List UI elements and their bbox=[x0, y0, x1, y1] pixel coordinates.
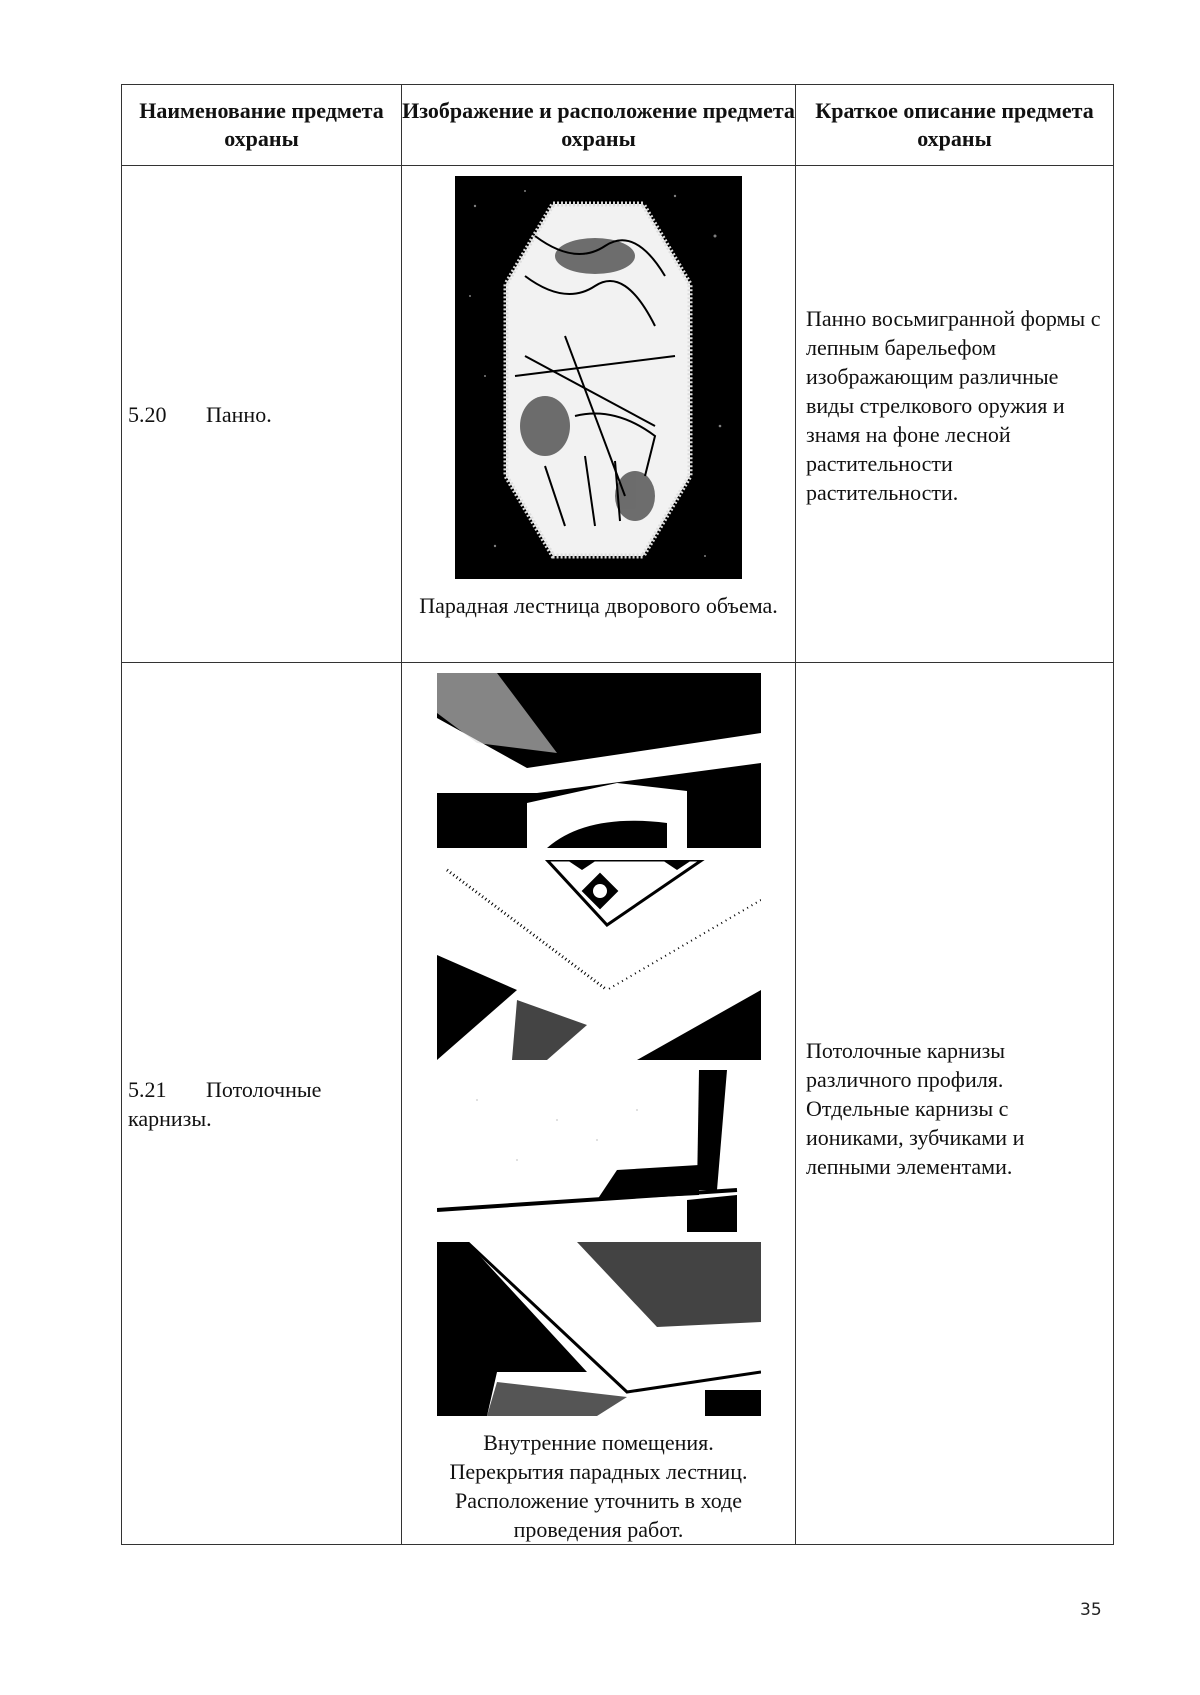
cornice-photo-1 bbox=[436, 673, 761, 848]
item-image-cell: Парадная лестница дворового объема. bbox=[401, 165, 796, 663]
page-number: 35 bbox=[1080, 1600, 1102, 1620]
ceiling-cornice-photo-icon bbox=[436, 1070, 761, 1232]
header-description: Краткое описание предмета охраны bbox=[795, 84, 1114, 166]
ceiling-cornice-photo-icon bbox=[436, 673, 761, 848]
item-description-cell: Потолочные карнизы различного профиля. О… bbox=[795, 662, 1114, 1545]
cornice-photo-3 bbox=[436, 1070, 761, 1232]
item-name: Панно. bbox=[206, 401, 272, 427]
table-row: 5.20 Панно. bbox=[121, 165, 1114, 663]
octagonal-panel-relief-icon bbox=[455, 176, 742, 579]
item-description: Панно восьмигранной формы с лепным барел… bbox=[806, 306, 1101, 505]
table-header-row: Наименование предмета охраны Изображение… bbox=[121, 84, 1114, 166]
header-image-location: Изображение и расположение предмета охра… bbox=[401, 84, 796, 166]
item-description: Потолочные карнизы различного профиля. О… bbox=[806, 1038, 1025, 1179]
item-number: 5.21 bbox=[128, 1076, 167, 1102]
header-name: Наименование предмета охраны bbox=[121, 84, 402, 166]
item-image-cell: Внутренние помещения. Перекрытия парадны… bbox=[401, 662, 796, 1545]
octagonal-panel-photo bbox=[455, 176, 742, 579]
item-description-cell: Панно восьмигранной формы с лепным барел… bbox=[795, 165, 1114, 663]
protection-items-table: Наименование предмета охраны Изображение… bbox=[121, 84, 1114, 1545]
cornice-photo-4 bbox=[436, 1242, 761, 1416]
image-caption: Парадная лестница дворового объема. bbox=[419, 593, 778, 618]
item-number: 5.20 bbox=[128, 401, 167, 427]
item-name: Потолочные карнизы. bbox=[128, 1076, 322, 1131]
cornice-photo-2 bbox=[436, 860, 761, 1060]
ceiling-cornice-photo-icon bbox=[436, 860, 761, 1060]
image-caption: Внутренние помещения. Перекрытия парадны… bbox=[449, 1430, 748, 1542]
item-name-cell: 5.20 Панно. bbox=[121, 165, 402, 663]
ceiling-cornice-photo-icon bbox=[436, 1242, 761, 1416]
